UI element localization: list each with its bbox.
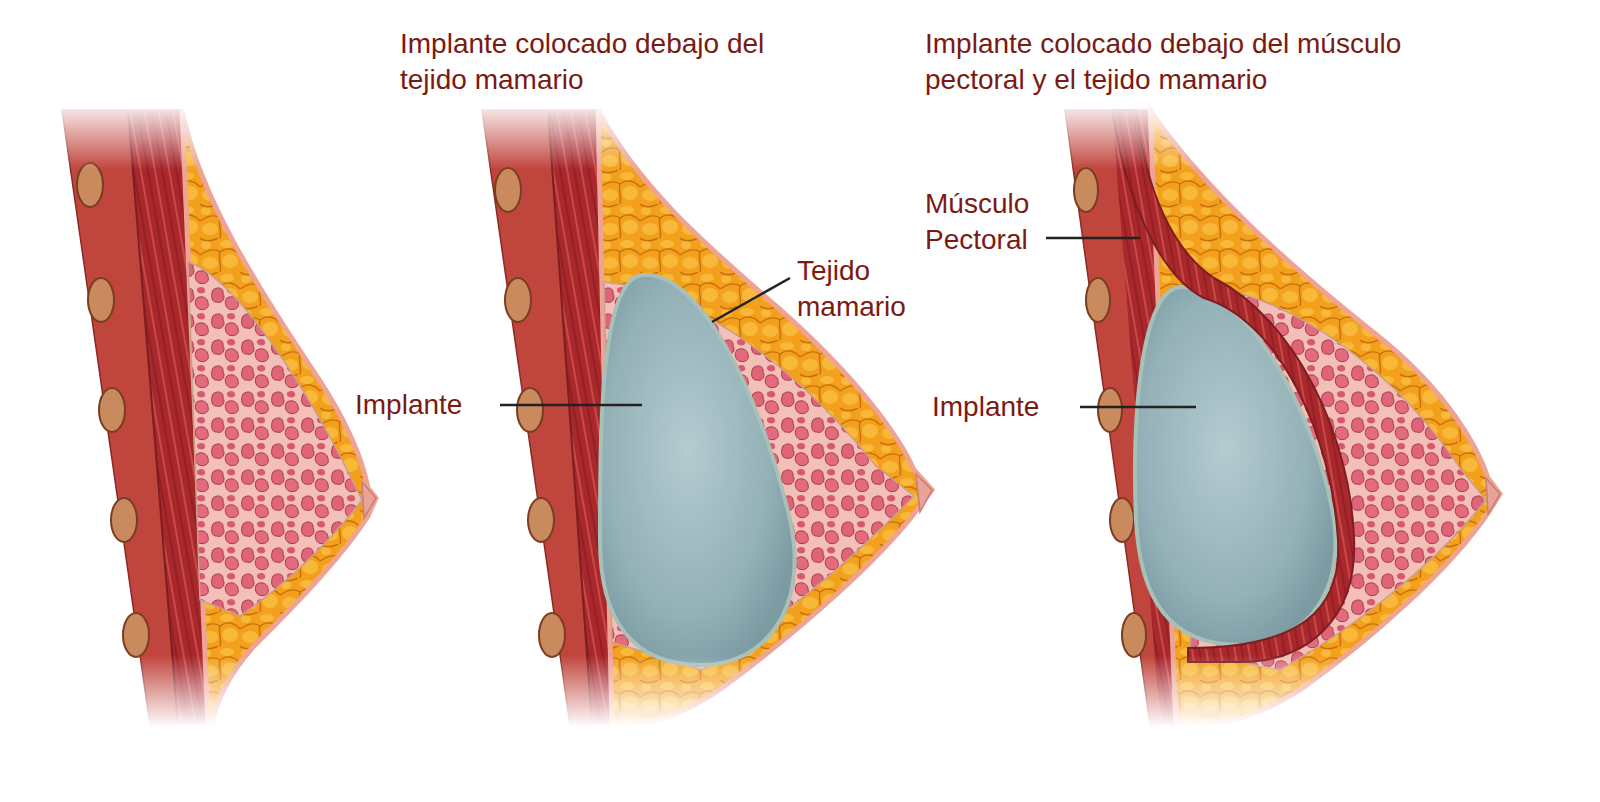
part-label: Tejido mamario — [797, 253, 929, 325]
part-label: Músculo Pectoral — [925, 186, 1057, 258]
breast-submuscular — [1065, 110, 1500, 725]
pectoral-muscle — [1112, 110, 1354, 662]
panel-heading: Implante colocado debajo del músculo pec… — [925, 26, 1465, 98]
nipple — [362, 482, 376, 518]
part-label: Implante — [355, 387, 495, 423]
implant — [600, 275, 795, 665]
nipple — [1486, 478, 1500, 514]
panel-heading: Implante colocado debajo del tejido mama… — [400, 26, 830, 98]
breast-fat — [182, 110, 376, 725]
breast-fat — [598, 110, 932, 725]
leader-line — [1080, 406, 1196, 409]
leader-line — [1046, 237, 1140, 240]
fade — [0, 100, 1600, 170]
leader-line — [500, 404, 642, 407]
leader-line — [712, 278, 790, 322]
breast-natural — [62, 110, 376, 725]
nipple — [916, 474, 932, 512]
part-label: Implante — [932, 389, 1072, 425]
ground — [0, 726, 1600, 802]
breast-subglandular — [482, 110, 932, 725]
implant — [1135, 287, 1335, 645]
rib — [77, 163, 149, 657]
chest-wall — [482, 110, 612, 725]
rib — [495, 168, 565, 657]
leader-lines — [500, 238, 1196, 407]
mammary-tissue — [188, 262, 362, 616]
fade — [0, 655, 1600, 727]
